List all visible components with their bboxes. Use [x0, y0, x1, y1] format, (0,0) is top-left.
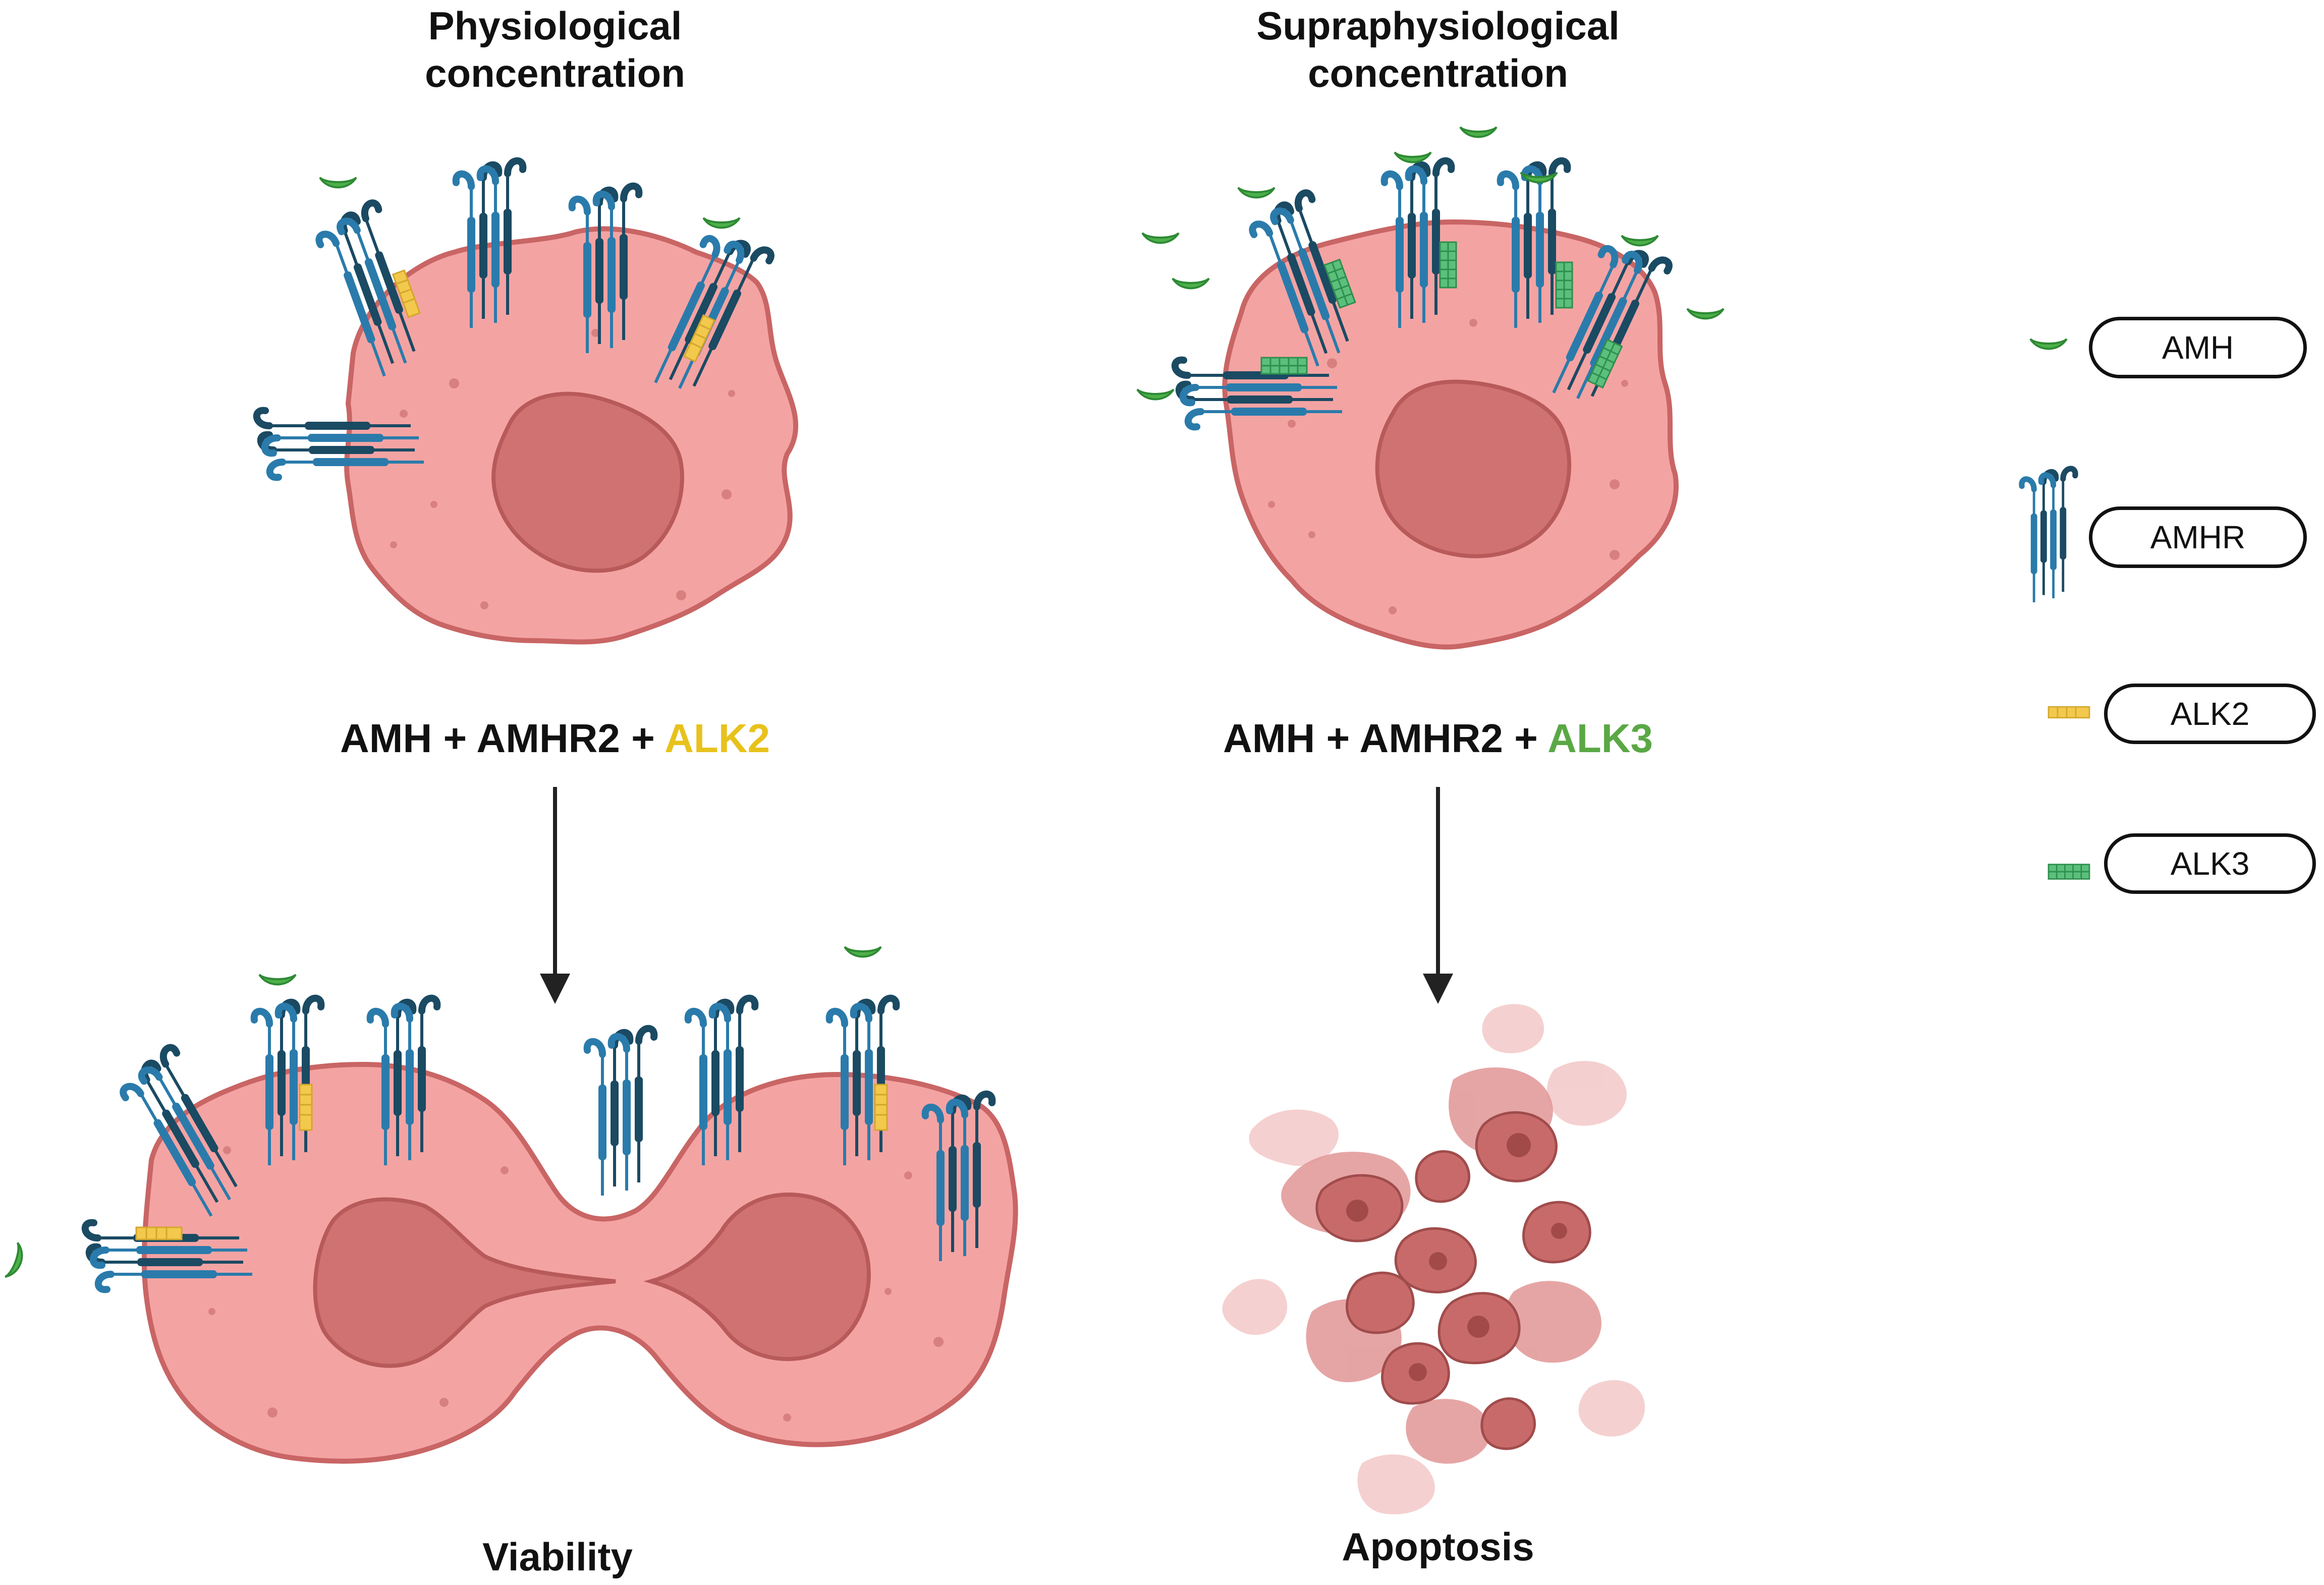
supraphysiological-title: Supraphysiological concentration — [1256, 2, 1619, 97]
down-arrow-icon — [540, 787, 570, 1004]
alk3-receptor-icon — [2048, 864, 2090, 880]
dividing-cell — [141, 1061, 1018, 1464]
physiological-title-line1: Physiological — [428, 4, 682, 48]
amh-ligand-icon — [2029, 338, 2068, 350]
alk2-receptor-icon — [2048, 706, 2090, 719]
physiological-title-line2: concentration — [425, 51, 685, 95]
supraphysiological-cell — [1222, 219, 1679, 650]
physiological-title: Physiological concentration — [425, 2, 685, 97]
supraphysiological-formula-prefix: AMH + AMHR2 + — [1223, 716, 1548, 761]
legend-alk2: ALK2 — [2104, 684, 2316, 744]
apoptotic-cell-fragments — [1222, 1004, 1645, 1514]
physiological-formula-alk2: ALK2 — [665, 716, 770, 761]
physiological-formula: AMH + AMHR2 + ALK2 — [340, 715, 770, 762]
down-arrow-icon — [1423, 787, 1453, 1004]
legend-alk2-label: ALK2 — [2170, 696, 2250, 732]
physiological-amh-ligands — [319, 177, 741, 229]
legend-alk3: ALK3 — [2104, 833, 2316, 894]
legend-amhr: AMHR — [2089, 506, 2307, 568]
apoptosis-label: Apoptosis — [1342, 1524, 1534, 1569]
legend-amhr-label: AMHR — [2150, 519, 2246, 555]
supraphysiological-title-line2: concentration — [1308, 51, 1568, 95]
supraphysiological-title-line1: Supraphysiological — [1256, 4, 1620, 48]
supraphysiological-formula-alk3: ALK3 — [1547, 716, 1653, 761]
amhr-receptor-icon — [2022, 469, 2075, 602]
legend-alk3-label: ALK3 — [2170, 845, 2250, 882]
physiological-formula-prefix: AMH + AMHR2 + — [340, 716, 665, 761]
supraphysiological-formula: AMH + AMHR2 + ALK3 — [1223, 715, 1653, 762]
legend-amh-label: AMH — [2162, 329, 2234, 366]
legend-amh: AMH — [2089, 317, 2307, 378]
viability-label: Viability — [482, 1535, 633, 1579]
